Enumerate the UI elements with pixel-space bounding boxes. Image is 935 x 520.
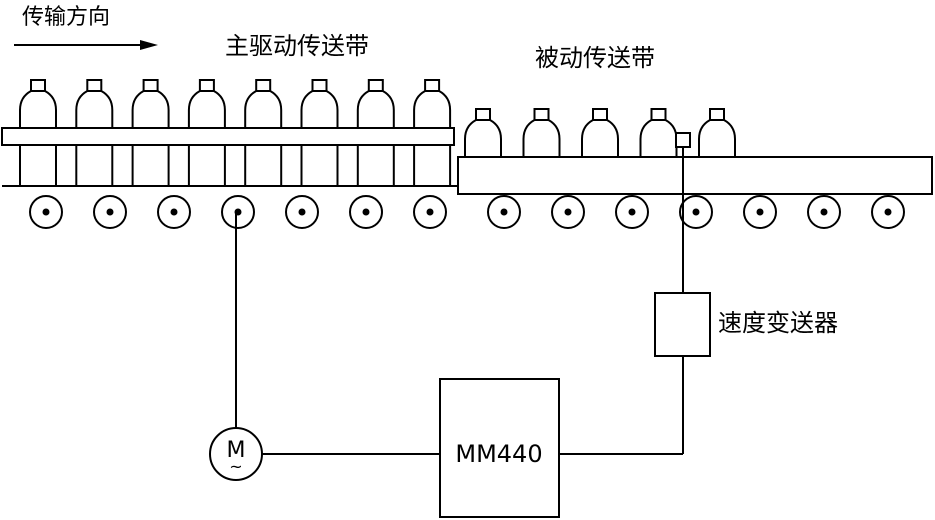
roller: [551, 195, 585, 229]
roller: [615, 195, 649, 229]
motor-icon: M ~: [209, 427, 263, 481]
motor-ac-symbol: ~: [229, 457, 242, 476]
speed-transmitter-label: 速度变送器: [718, 309, 838, 337]
bottle: [300, 79, 339, 186]
roller: [157, 195, 191, 229]
main-conveyor-belt: [1, 127, 458, 187]
speed-transmitter-box: [654, 292, 711, 357]
bottle: [464, 108, 502, 158]
direction-arrow: [14, 40, 158, 50]
passive-belt-rollers: [487, 195, 905, 229]
roller: [413, 195, 447, 229]
main-belt-bottles: [19, 79, 452, 186]
main-belt-label: 主驱动传送带: [225, 32, 369, 60]
roller: [743, 195, 777, 229]
roller: [487, 195, 521, 229]
mm440-drive-label: MM440: [455, 440, 542, 468]
bottle: [581, 108, 619, 158]
speed-sensor: [675, 132, 691, 148]
roller: [29, 195, 63, 229]
passive-belt-label: 被动传送带: [535, 44, 655, 72]
bottle: [19, 79, 57, 186]
wiring: [235, 147, 684, 455]
main-belt-rollers: [29, 195, 447, 229]
roller: [807, 195, 841, 229]
bottle: [187, 79, 226, 186]
passive-conveyor-belt: [457, 156, 933, 195]
roller: [349, 195, 383, 229]
mm440-drive-box: [439, 378, 560, 518]
motor-label: M: [227, 438, 246, 463]
roller: [871, 195, 905, 229]
roller: [221, 195, 255, 229]
direction-label: 传输方向: [22, 5, 110, 30]
bottle: [356, 79, 395, 186]
bottle: [413, 79, 452, 186]
bottle: [698, 108, 736, 158]
roller: [93, 195, 127, 229]
bottle: [131, 79, 170, 186]
roller: [679, 195, 713, 229]
roller: [285, 195, 319, 229]
bottle: [639, 108, 678, 158]
bottle: [75, 79, 114, 186]
bottle: [522, 108, 561, 158]
passive-belt-bottles: [464, 108, 736, 158]
bottle: [244, 79, 283, 186]
